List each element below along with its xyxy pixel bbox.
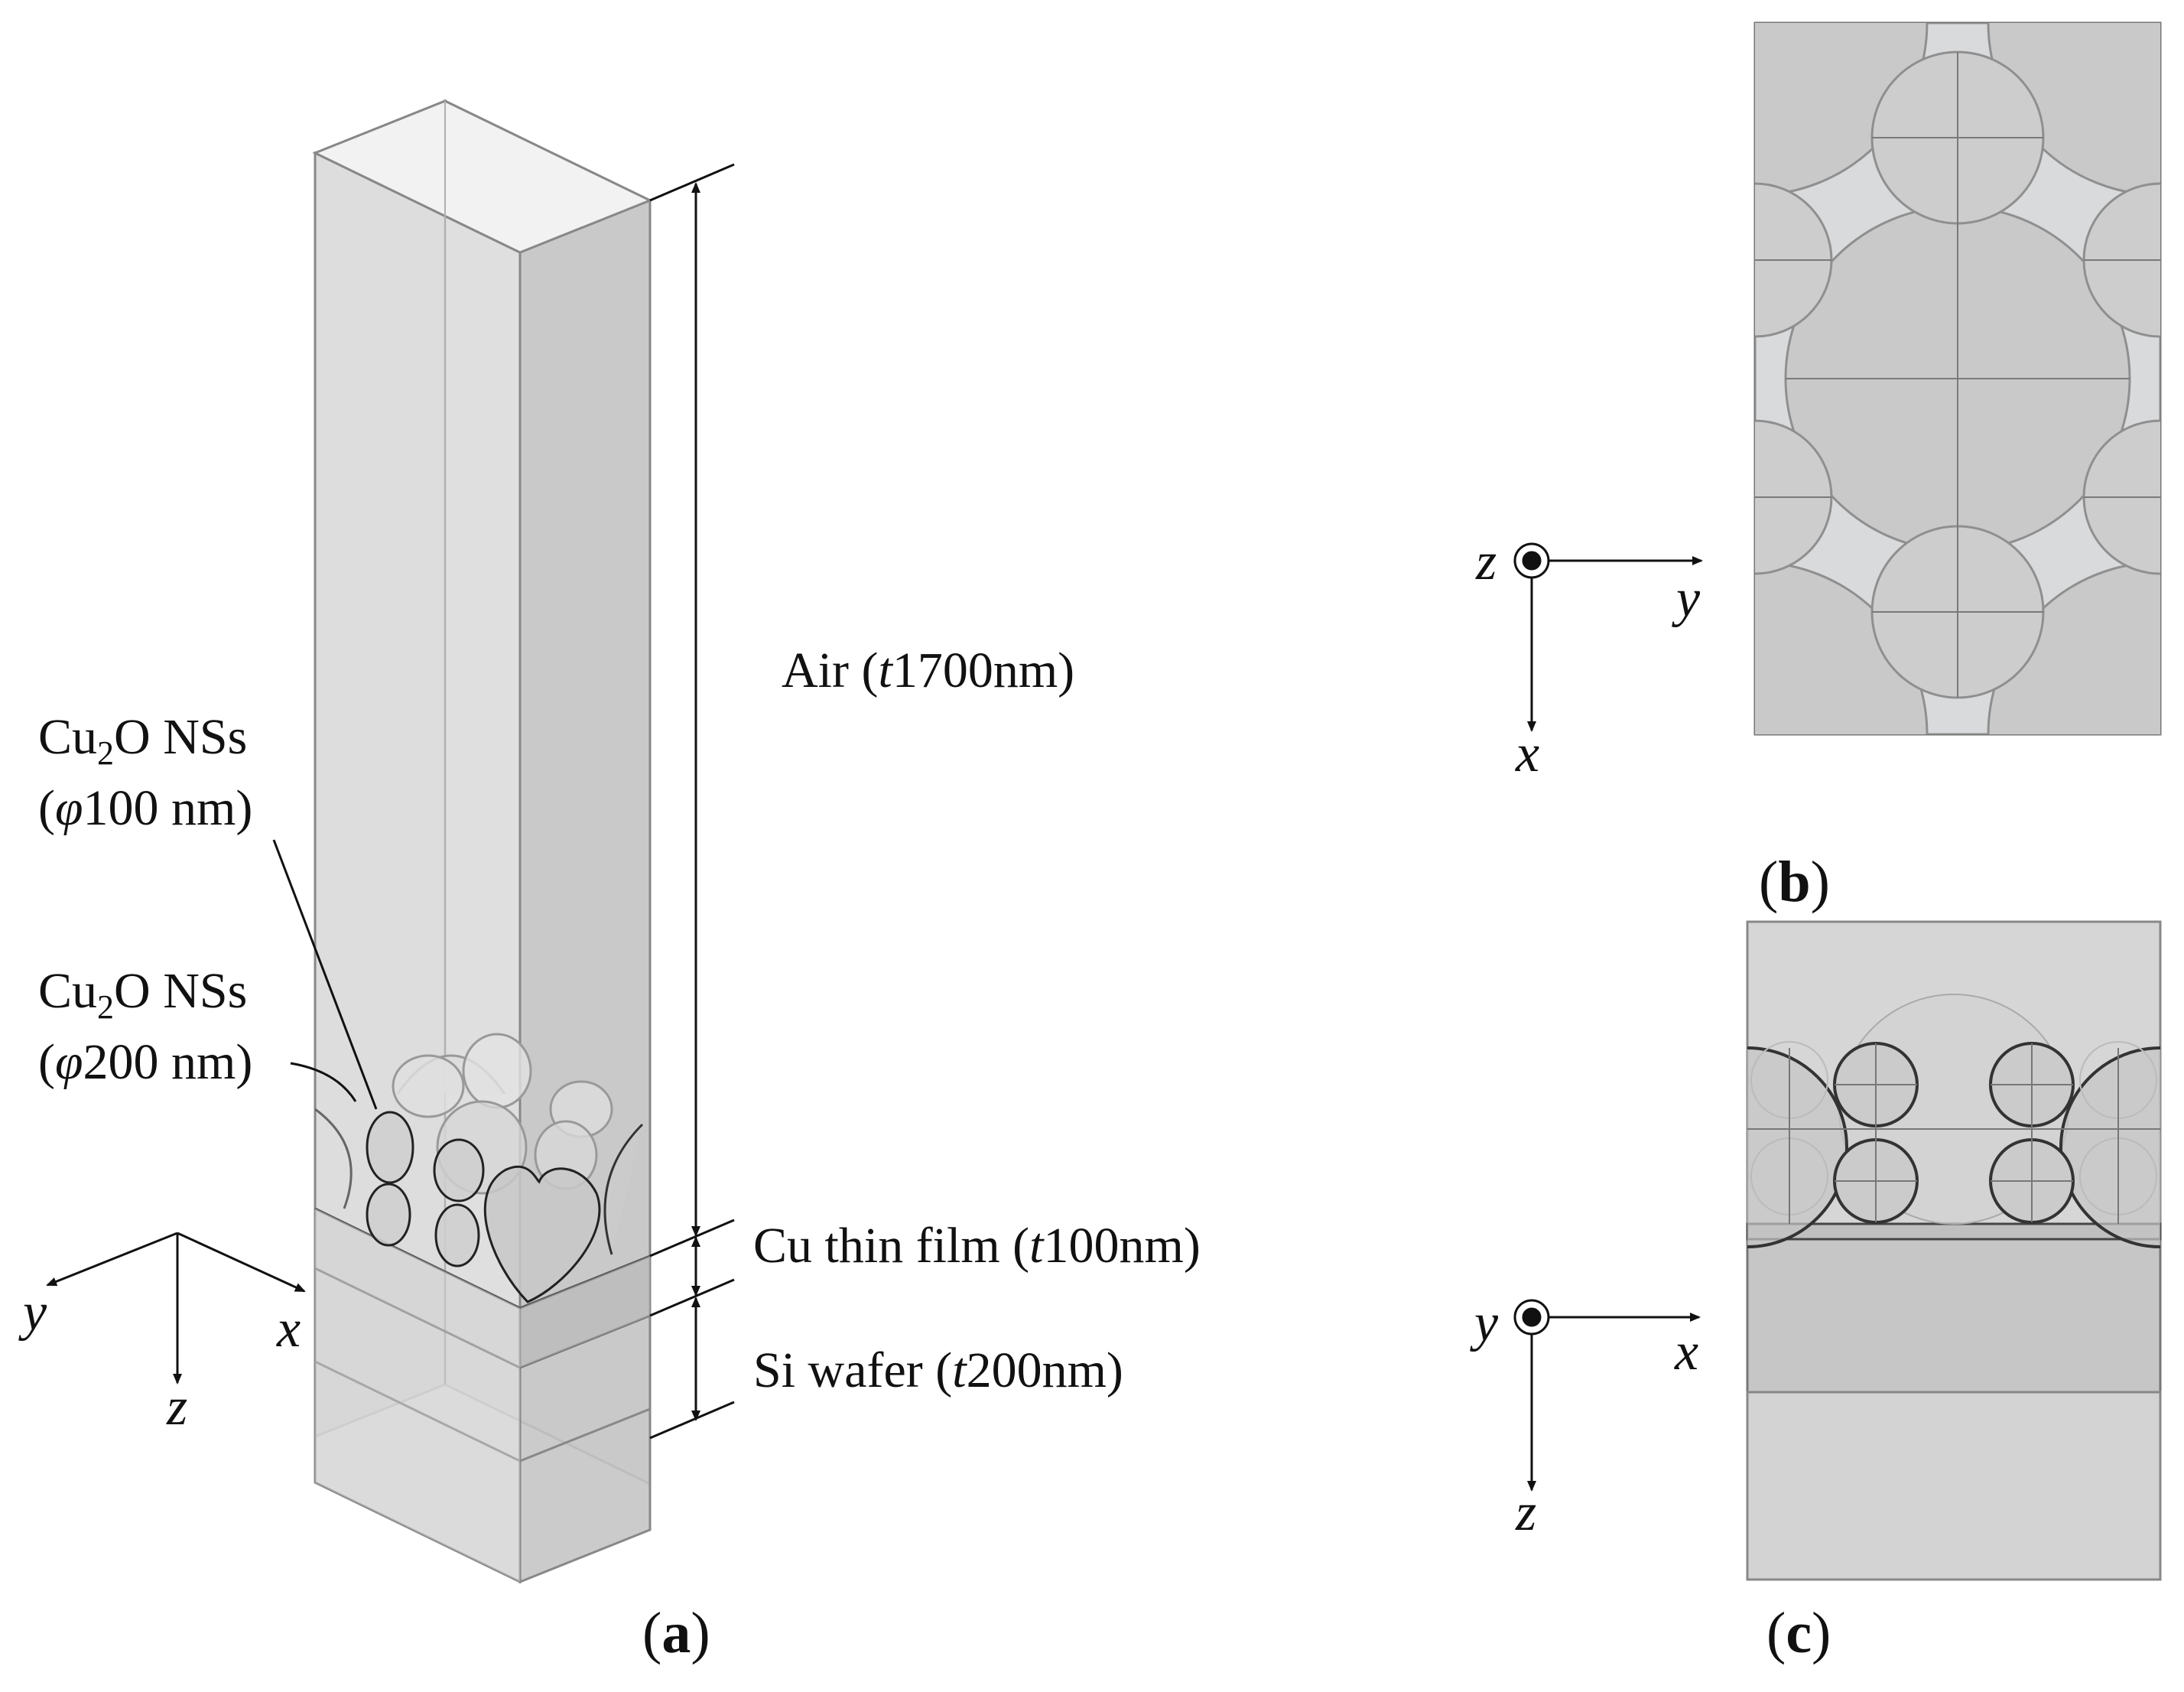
nanospheres [314,1033,644,1303]
sphere-cut-left [314,1108,353,1209]
cu2o-large-label-line1: Cu2O NSs [38,963,247,1026]
leader-large-ns [290,1062,357,1102]
axis-a-x [177,1232,306,1293]
panel-a-box [272,99,653,1584]
axis-c-out-of-page-dot [1522,1307,1542,1327]
sphere-large-front [483,1165,601,1303]
axis-a-y [46,1232,178,1287]
panel-c-bottom-region [1746,1391,2162,1581]
sphere-top-corner-tr [1987,23,2160,197]
sphere-back-2 [462,1033,532,1109]
sphere-top-corner-br [1987,561,2160,734]
dim-tick-film-si [649,1278,735,1317]
axis-b-horizontal-label: y [1672,569,1701,628]
panel-b-label: (b) [1759,850,1830,914]
panel-b-axes [1513,542,1703,732]
dim-tick-bottom [649,1401,735,1440]
cu2o-large-label-line2: (φ200 nm) [38,1034,252,1090]
sphere-top-corner-bl [1755,561,1929,734]
panel-c-axes [1513,1299,1701,1492]
axis-c-out-of-page-label: y [1470,1293,1499,1352]
sphere-cut-right [603,1123,644,1255]
panel-a-axes [46,1232,306,1385]
panel-c-si-region [1746,1238,2162,1394]
cu-film-label: Cu thin film (t100nm) [753,1218,1201,1274]
sphere-top-corner-tl [1755,23,1929,197]
panel-a-label: (a) [642,1601,710,1665]
axis-a-y-label: y [18,1283,47,1342]
side-sphere-large-left [1747,1046,1848,1248]
si-wafer-slab [315,1268,520,1582]
air-label: Air (t1700nm) [782,643,1074,698]
dim-tick-air-film [649,1219,735,1258]
sphere-small-1 [366,1111,414,1184]
panel-c-label: (c) [1766,1601,1831,1665]
sphere-small-3 [433,1138,485,1202]
dimension-lines [649,163,735,1440]
cu2o-small-label-line1: Cu2O NSs [38,709,247,772]
axis-b-out-of-page-label: z [1475,532,1497,591]
leader-small-ns [272,839,378,1110]
dim-tick-top [649,163,735,202]
si-wafer-label: Si wafer (t200nm) [753,1342,1123,1398]
box-right-face [518,198,652,1584]
axis-b-vertical-label: x [1515,724,1539,783]
axis-b-out-of-page-dot [1522,551,1542,571]
axis-a-z-label: z [166,1378,187,1437]
axis-a-x-label: x [276,1300,301,1358]
sphere-small-2 [366,1183,411,1247]
cu2o-small-label-line2: (φ100 nm) [38,780,252,836]
cu-film-slab [315,1209,520,1368]
cu-film-slab-right [520,1256,650,1368]
axis-c-horizontal-label: x [1674,1323,1698,1381]
sphere-small-4 [434,1203,480,1267]
si-wafer-bottom-edge [314,1360,651,1463]
sphere-back-1 [392,1054,465,1118]
axis-c-vertical-label: z [1515,1483,1536,1542]
panel-c-view [1746,920,2162,1581]
panel-b-view [1753,21,2162,736]
